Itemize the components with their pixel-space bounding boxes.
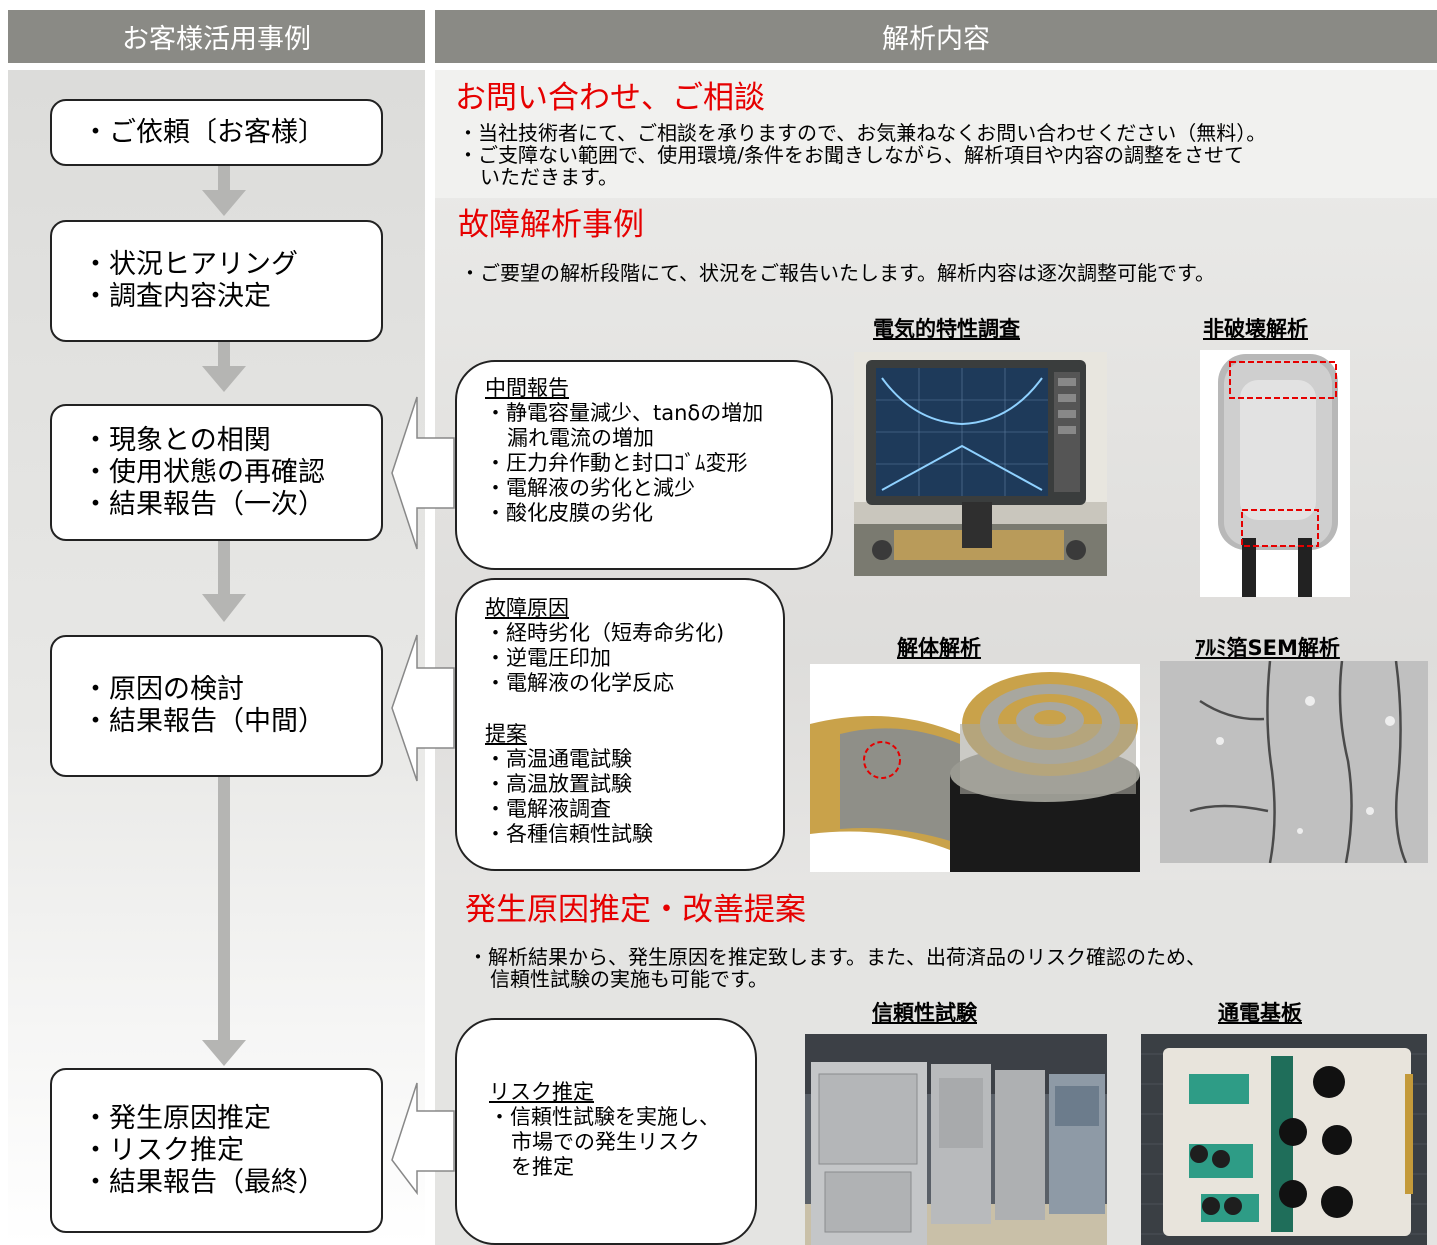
inquiry-band [435, 70, 1437, 198]
step-final-line-2: ・リスク推定 [82, 1134, 244, 1166]
inquiry-line-1: ・当社技術者にて、ご相談を承りますので、お気兼ねなくお問い合わせください（無料）… [458, 121, 1267, 145]
callout-interim-item-3: ・圧力弁作動と封口ｺﾞﾑ変形 [485, 451, 748, 475]
flow-arrow-4-shaft [218, 775, 230, 1047]
photo-disassembly [810, 664, 1140, 872]
callout-cause-item-2: ・逆電圧印加 [485, 646, 611, 670]
inquiry-line-3: いただきます。 [480, 165, 618, 189]
callout-proposal-item-1: ・高温通電試験 [485, 747, 632, 771]
photo-electrical [854, 352, 1107, 576]
cause-line-2: 信頼性試験の実施も可能です。 [490, 967, 768, 991]
step-correlation-line-2: ・使用状態の再確認 [82, 456, 325, 488]
flow-arrow-2-head [202, 366, 246, 392]
flow-arrow-3-head [202, 594, 246, 622]
failure-line-1: ・ご要望の解析段階にて、状況をご報告いたします。解析内容は逐次調整可能です。 [460, 261, 1215, 285]
cause-line-1: ・解析結果から、発生原因を推定致します。また、出荷済品のリスク確認のため、 [468, 945, 1206, 969]
photo-reliability [805, 1034, 1107, 1245]
step-correlation: ・現象との相関 ・使用状態の再確認 ・結果報告（一次） [50, 404, 383, 541]
step-cause-review-line-1: ・原因の検討 [82, 674, 244, 705]
photo-label-board: 通電基板 [1218, 1001, 1302, 1025]
step-hearing-line-2: ・調査内容決定 [82, 281, 271, 312]
callout-proposal-item-2: ・高温放置試験 [485, 772, 632, 796]
step-cause-review-line-2: ・結果報告（中間） [82, 706, 325, 737]
photo-label-electrical: 電気的特性調査 [873, 317, 1020, 341]
flow-arrows [202, 164, 246, 1066]
left-header: お客様活用事例 [8, 10, 425, 63]
callout-cause-item-1: ・経時劣化（短寿命劣化) [485, 621, 725, 645]
callout-risk: リスク推定 ・信頼性試験を実施し、 市場での発生リスク を推定 [455, 1018, 757, 1245]
step-final-line-1: ・発生原因推定 [82, 1102, 271, 1134]
photo-nondestructive [1200, 350, 1350, 597]
callout-risk-item-1: ・信頼性試験を実施し、 [489, 1105, 720, 1129]
link-arrows [391, 396, 455, 1195]
callout-interim-item-1: ・静電容量減少、tanδの増加 [485, 401, 764, 425]
link-arrow-cause [391, 634, 455, 782]
callout-risk-item-3: を推定 [511, 1155, 574, 1179]
step-cause-review: ・原因の検討 ・結果報告（中間） [50, 635, 383, 777]
flow-arrow-4-head [202, 1040, 246, 1066]
step-correlation-line-3: ・結果報告（一次） [82, 488, 325, 520]
photo-label-disassembly: 解体解析 [897, 636, 981, 660]
photo-label-nondestructive: 非破壊解析 [1203, 317, 1308, 341]
photo-label-reliability: 信頼性試験 [872, 1001, 977, 1025]
callout-cause-title: 故障原因 [485, 596, 569, 620]
callout-interim-title: 中間報告 [485, 376, 569, 400]
flow-arrow-1-shaft [218, 164, 230, 196]
step-final-line-3: ・結果報告（最終） [82, 1166, 325, 1198]
flow-arrow-3-shaft [218, 538, 230, 600]
step-request-line: ・ご依頼〔お客様〕 [82, 116, 325, 148]
callout-risk-title: リスク推定 [489, 1080, 594, 1104]
callout-interim-item-2: 漏れ電流の増加 [507, 426, 654, 450]
photo-label-sem: ｱﾙﾐ箔SEM解析 [1195, 636, 1340, 660]
callout-interim: 中間報告 ・静電容量減少、tanδの増加 漏れ電流の増加 ・圧力弁作動と封口ｺﾞ… [455, 360, 833, 570]
step-final: ・発生原因推定 ・リスク推定 ・結果報告（最終） [50, 1068, 383, 1233]
step-request: ・ご依頼〔お客様〕 [50, 99, 383, 166]
flow-arrow-2-shaft [218, 340, 230, 372]
inquiry-text: ・当社技術者にて、ご相談を承りますので、お気兼ねなくお問い合わせください（無料）… [458, 122, 1266, 188]
photo-board [1141, 1034, 1427, 1245]
callout-cause-item-3: ・電解液の化学反応 [485, 671, 674, 695]
flow-arrow-1-head [202, 190, 246, 216]
step-hearing: ・状況ヒアリング ・調査内容決定 [50, 220, 383, 342]
inquiry-title: お問い合わせ、ご相談 [455, 80, 765, 116]
callout-interim-item-4: ・電解液の劣化と減少 [485, 476, 695, 500]
failure-title: 故障解析事例 [458, 207, 644, 243]
step-hearing-line-1: ・状況ヒアリング [82, 249, 298, 280]
callout-risk-item-2: 市場での発生リスク [511, 1130, 700, 1154]
callout-proposal-title: 提案 [485, 722, 527, 746]
callout-cause: 故障原因 ・経時劣化（短寿命劣化) ・逆電圧印加 ・電解液の化学反応 提案 ・高… [455, 578, 785, 871]
callout-proposal-item-3: ・電解液調査 [485, 797, 611, 821]
cause-text: ・解析結果から、発生原因を推定致します。また、出荷済品のリスク確認のため、 信頼… [468, 946, 1206, 990]
right-header: 解析内容 [435, 10, 1437, 63]
photo-sem [1160, 661, 1428, 863]
failure-text: ・ご要望の解析段階にて、状況をご報告いたします。解析内容は逐次調整可能です。 [460, 262, 1215, 284]
link-arrow-risk [391, 1082, 455, 1195]
callout-proposal-item-4: ・各種信頼性試験 [485, 822, 653, 846]
link-arrow-interim [391, 396, 455, 550]
cause-title: 発生原因推定・改善提案 [465, 892, 806, 928]
step-correlation-line-1: ・現象との相関 [82, 424, 271, 456]
inquiry-line-2: ・ご支障ない範囲で、使用環境/条件をお聞きしながら、解析項目や内容の調整をさせて [458, 143, 1244, 167]
callout-interim-item-5: ・酸化皮膜の劣化 [485, 501, 653, 525]
